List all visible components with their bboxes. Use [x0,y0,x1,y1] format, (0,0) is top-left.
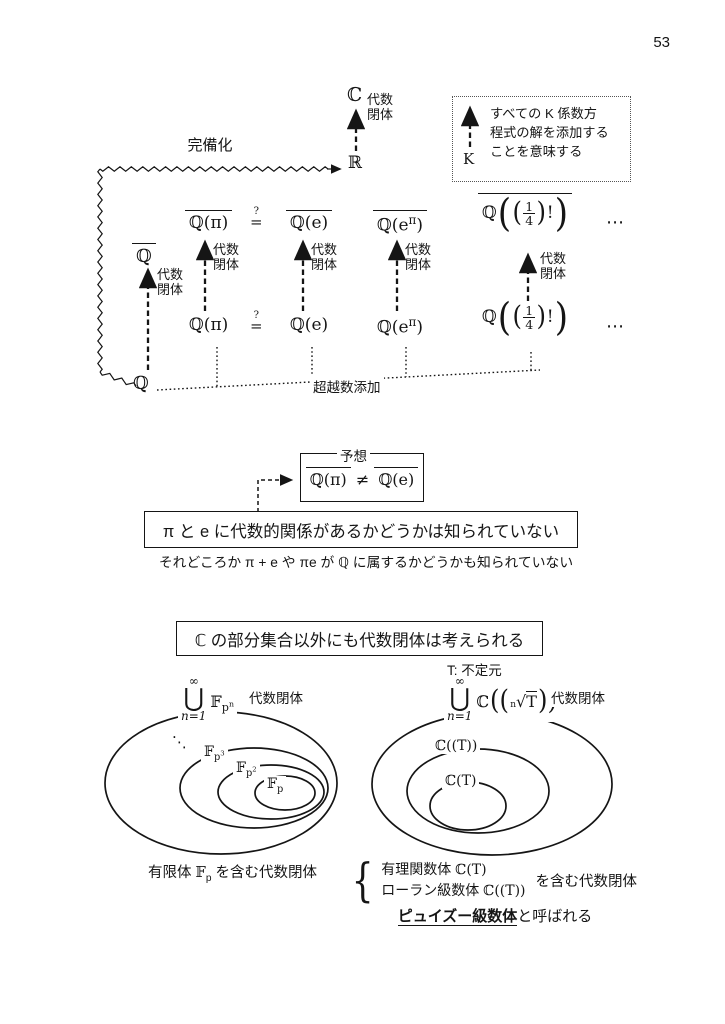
alg-closed-label-venn-left: 代数閉体 [246,687,306,707]
puiseux-caption: ピュイズー級数体と呼ばれる [397,908,593,926]
alg-closed-label-1: 代数 閉体 [213,242,240,272]
formula-fpn: 𝔽pn [210,692,234,715]
questioned-equal-top: ? = [250,206,263,231]
label-laurent: ℂ((T)) [432,738,481,754]
field-q: ℚ [133,373,149,394]
label-rational: ℂ(T) [442,773,480,789]
t-indeterminate-label: T: 不定元 [447,663,502,678]
legend-k: K [463,150,475,168]
field-qpi-closure: ℚ(π) [185,210,233,233]
field-qbar: ℚ [132,243,156,267]
transcendental-label: 超越数添加 [310,376,384,396]
venn-left-ellipses [104,711,338,855]
venn-left-caption: 有限体 𝔽p を含む代数閉体 [148,865,317,884]
alg-closed-label-c: 代数 閉体 [367,92,394,122]
field-qe-closure: ℚ(e) [286,210,333,233]
field-qe: ℚ(e) [290,315,329,335]
completion-label: 完備化 [187,137,233,154]
completion-wavy-lines [97,164,342,387]
alg-closed-label-2: 代数 閉体 [311,242,338,272]
alg-closed-label-venn-right: 代数閉体 [548,687,608,707]
field-qpi: ℚ(π) [189,315,229,335]
caption-right-text: を含む代数閉体 [535,873,638,890]
field-c: ℂ [347,84,363,106]
alg-closed-label-4: 代数 閉体 [540,251,567,281]
ddots: ⋱ [172,733,187,751]
venn-right-caption: { 有理関数体 ℂ(T) ローラン級数体 ℂ((T)) を含む代数閉体 [351,853,638,907]
section-title-box: ℂ の部分集合以外にも代数閉体は考えられる [176,621,543,656]
alg-closed-label-qbar: 代数 閉体 [157,267,184,297]
formula-c-root-t: ℂ((n√T)) [476,685,557,716]
union-symbol-right: ∞ ⋃ n=1 [447,674,473,723]
cdots-top: ⋯ [606,212,624,233]
page-number: 53 [653,34,670,51]
legend-text: すべての K 係数方 程式の解を添加する ことを意味する [490,106,609,159]
label-fp2: 𝔽p2 [233,760,260,779]
conjecture-formula: ℚ(π) ≠ ℚ(e) [305,466,419,489]
field-r: ℝ [348,153,363,173]
field-qepi: ℚ(eπ) [377,315,423,338]
transcendental-dotted-lines [156,347,541,391]
field-qepi-closure: ℚ(eπ) [373,210,427,236]
cdots-bottom: ⋯ [606,316,624,337]
alg-closed-label-3: 代数 閉体 [405,242,432,272]
label-fp3: 𝔽p3 [201,744,228,763]
venn-left-formula: ∞ ⋃ n=1 𝔽pn [178,674,237,723]
legend-box [452,96,631,182]
questioned-equal-bottom: ? = [250,310,263,335]
conjecture-connector [257,474,294,512]
conjecture-title: 予想 [337,445,370,465]
label-fp: 𝔽p [264,776,287,795]
union-symbol-left: ∞ ⋃ n=1 [181,674,207,723]
brace: { [351,853,374,907]
statement-box: π と e に代数的関係があるかどうかは知られていない [144,511,578,548]
statement-sub: それどころか π + e や πe が ℚ に属するかどうかも知られていない [158,555,574,570]
venn-right-ellipses [371,712,613,856]
venn-right-formula: ∞ ⋃ n=1 ℂ((n√T)) [444,674,561,723]
algebraic-closure-arrows [138,105,538,370]
